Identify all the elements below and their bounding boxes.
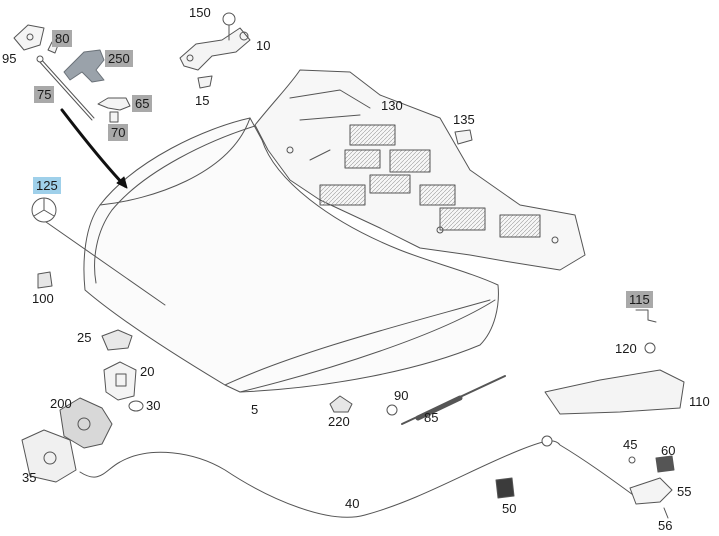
support-bracket (63, 49, 105, 83)
bolt-and-washer (635, 309, 657, 354)
callout-56: 56 (658, 518, 673, 533)
pointer-arrowhead (116, 176, 128, 189)
callout-5: 5 (251, 402, 259, 417)
callout-85: 85 (424, 410, 439, 425)
callout-220: 220 (328, 414, 350, 429)
star-emblem (31, 197, 166, 306)
callout-80: 80 (52, 30, 73, 47)
hood-panel (83, 117, 499, 393)
callout-100: 100 (32, 291, 54, 306)
callout-25: 25 (77, 330, 92, 345)
support-rod (36, 55, 95, 121)
callout-60: 60 (661, 443, 676, 458)
callout-95: 95 (2, 51, 17, 66)
rubber-cap (329, 395, 353, 413)
callout-90: 90 (394, 388, 409, 403)
callout-130: 130 (381, 98, 403, 113)
lock-striker (103, 361, 144, 412)
callout-125: 125 (33, 177, 61, 194)
callout-20: 20 (140, 364, 155, 379)
callout-115: 115 (626, 291, 653, 308)
callout-55: 55 (677, 484, 692, 499)
release-handle (628, 455, 675, 519)
callout-250: 250 (105, 50, 133, 67)
rubber-buffer (101, 329, 133, 351)
cable-holder (495, 477, 515, 499)
release-cable (79, 440, 641, 518)
cable-sleeve (541, 435, 553, 447)
callout-135: 135 (453, 112, 475, 127)
safety-catch-bracket (544, 369, 685, 415)
callout-200: 200 (50, 396, 72, 411)
hood-hinge (179, 12, 251, 89)
rod-clip (97, 97, 131, 123)
bump-stop (37, 271, 53, 289)
mat-clip (454, 129, 473, 145)
callout-15: 15 (195, 93, 210, 108)
callout-30: 30 (146, 398, 161, 413)
callout-50: 50 (502, 501, 517, 516)
callout-110: 110 (689, 394, 710, 409)
lock-bracket (21, 429, 77, 483)
callout-150: 150 (189, 5, 211, 20)
hood-lock (59, 397, 113, 449)
callout-75: 75 (34, 86, 55, 103)
callout-40: 40 (345, 496, 360, 511)
pointer-arrow (60, 108, 127, 188)
gas-strut (386, 375, 506, 425)
callout-10: 10 (256, 38, 271, 53)
callout-120: 120 (615, 341, 637, 356)
rod-holder (13, 24, 45, 51)
callout-70: 70 (108, 124, 129, 141)
callout-35: 35 (22, 470, 37, 485)
hood-insulation-mat (254, 69, 586, 271)
callout-45: 45 (623, 437, 638, 452)
callout-65: 65 (132, 95, 153, 112)
